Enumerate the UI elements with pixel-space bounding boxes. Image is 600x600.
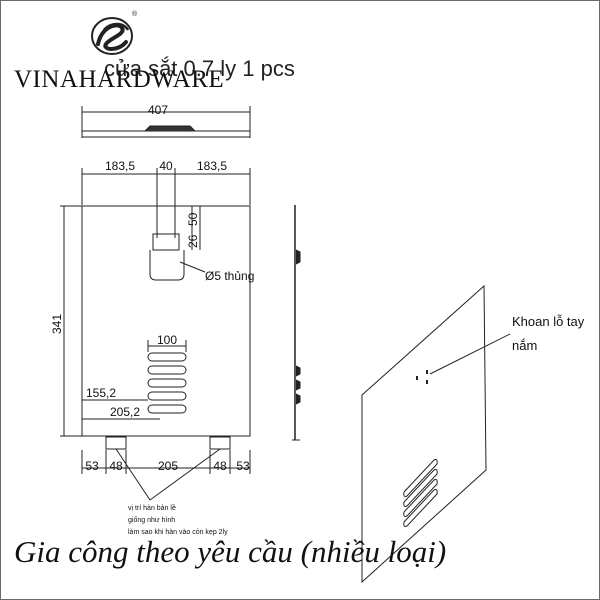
handle-offset-large-label: 50: [186, 212, 200, 226]
vent-left-a-label: 155,2: [86, 386, 116, 400]
isometric-door-panel: [361, 284, 487, 584]
drawing-title: cửa sắt 0.7 ly 1 pcs: [104, 56, 295, 81]
caption: Gia công theo yêu cầu (nhiều loại): [14, 534, 447, 569]
isometric-vent-slots: [403, 459, 438, 527]
drill-holes: [416, 370, 428, 384]
bottom-dim-1: 53: [85, 459, 99, 473]
top-view-handle: [144, 125, 196, 132]
front-view-plate: [81, 205, 251, 437]
drill-note-line-2: nắm: [512, 338, 537, 353]
hole-note-label: Ø5 thủng: [205, 269, 254, 283]
bottom-dim-3: 205: [158, 459, 178, 473]
left-offset-label: 183,5: [105, 159, 135, 173]
bottom-dim-4: 48: [213, 459, 227, 473]
vent-left-b-label: 205,2: [110, 405, 140, 419]
bottom-dim-5: 53: [236, 459, 250, 473]
drill-note-line-1: Khoan lỗ tay: [512, 314, 585, 329]
handle-bracket: [152, 233, 180, 251]
handle-offset-small-label: 26: [186, 234, 200, 248]
vent-slots: [147, 352, 187, 414]
brand-name: VINAHARDWARE: [14, 66, 225, 93]
vent-width-label: 100: [157, 333, 177, 347]
bottom-dim-2: 48: [109, 459, 123, 473]
right-offset-label: 183,5: [197, 159, 227, 173]
drill-hole-leader-line: [429, 333, 511, 375]
handle-width-label: 40: [159, 159, 173, 173]
hinge-note-line-3: làm sao khi hàn vào còn kẹp 2ly: [128, 529, 228, 536]
top-view-width-label: 407: [148, 103, 168, 117]
swirl-s-logo-icon: ®: [91, 10, 138, 55]
left-hinge: [105, 436, 127, 450]
height-label: 341: [50, 314, 64, 334]
top-view-plate: [81, 130, 251, 138]
svg-text:®: ®: [132, 10, 138, 18]
right-hinge: [209, 436, 231, 450]
handle-loop: [149, 250, 185, 281]
hinge-note-line-1: vị trí hàn bản lề: [128, 503, 176, 512]
hinge-note-line-2: giống như hình: [128, 515, 175, 524]
